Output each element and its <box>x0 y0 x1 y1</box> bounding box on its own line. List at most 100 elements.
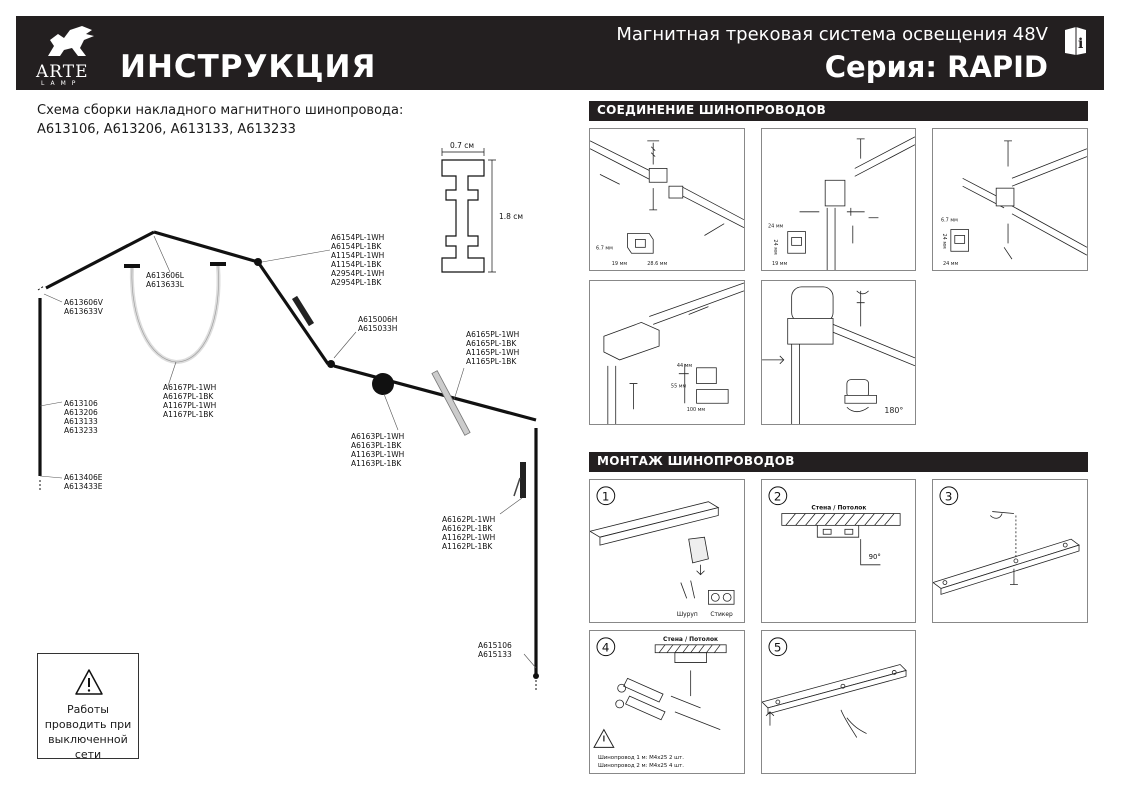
step-number: 5 <box>774 641 782 655</box>
mark-holes-illustration: 3 <box>933 486 1080 595</box>
assembly-diagram <box>37 148 539 690</box>
mount-step-2: 2 Стена / Потолок 90° <box>761 479 916 623</box>
step-number: 3 <box>945 490 953 504</box>
logo-text: ARTE <box>36 62 89 82</box>
series-title: Серия: RAPID <box>824 50 1048 84</box>
mount-step-1: 1 Шуруп Стикер <box>589 479 745 623</box>
dim-label: 24 мм <box>768 224 784 230</box>
part-label: A613206 <box>64 408 98 417</box>
part-label: A1167PL-1BK <box>163 410 214 419</box>
griffin-logo-icon <box>48 26 94 56</box>
schema-line-2: A613106, A613206, A613133, A613233 <box>37 122 296 137</box>
part-label: A1167PL-1WH <box>163 401 217 410</box>
logo-subtext: LAMP <box>41 80 82 87</box>
profile-height-label: 1.8 см <box>499 212 524 221</box>
part-label-group: A613606L A613633L <box>146 271 184 289</box>
svg-text:i: i <box>1078 36 1083 52</box>
header-bar: ARTE LAMP ИНСТРУКЦИЯ Магнитная трековая … <box>16 16 1104 90</box>
corner-connector-illustration: 24 мм 24 мм 19 мм <box>768 136 915 270</box>
connect-panel-5: 180° <box>761 280 916 425</box>
part-label: A1154PL-1WH <box>331 251 385 260</box>
part-label: A615106 <box>478 641 512 650</box>
dim-label: 24 мм <box>941 234 947 250</box>
part-label: A6167PL-1BK <box>163 392 214 401</box>
connect-panel-1: 6.7 мм 19 мм 28.6 мм <box>589 128 745 271</box>
connect-panel-2: 24 мм 24 мм 19 мм <box>761 128 916 271</box>
part-label-group: A613106 A613206 A613133 A613233 <box>64 399 98 435</box>
part-label: A6165PL-1WH <box>466 330 520 339</box>
part-label: A613233 <box>64 426 98 435</box>
connect-panel-3: 6.7 мм 24 мм 24 мм <box>932 128 1088 271</box>
safety-warning-box: Работы проводить при выключенной сети <box>37 653 139 761</box>
mount-step-5: 5 <box>761 630 916 774</box>
dim-label: 19 мм <box>612 261 628 267</box>
connect-panel-4: 44 мм 55 мм 100 мм <box>589 280 745 425</box>
fix-track-illustration: 5 <box>762 637 907 738</box>
track-line <box>38 230 538 674</box>
brand-logo: ARTE LAMP <box>32 22 112 87</box>
part-label: A613406E <box>64 473 103 482</box>
schema-title: Схема сборки накладного магнитного шиноп… <box>37 101 403 139</box>
flexible-connector-illustration: 44 мм 55 мм 100 мм <box>603 282 744 424</box>
part-label-group: A6154PL-1WH A6154PL-1BK A1154PL-1WH A115… <box>331 233 384 287</box>
dim-label: 100 мм <box>687 407 706 413</box>
part-label-group: A613606V A613633V <box>64 298 103 316</box>
part-label: A1154PL-1BK <box>331 260 382 269</box>
screw-note-1: Шинопровод 1 м: M4x25 2 шт. <box>598 755 684 761</box>
unpack-track-illustration: 1 Шуруп Стикер <box>590 486 735 618</box>
profile-width-label: 0.7 см <box>450 141 475 150</box>
warning-line-1: Работы <box>67 703 109 716</box>
part-label: A1163PL-1WH <box>351 450 405 459</box>
dim-label: 19 мм <box>772 261 788 267</box>
part-label: A615133 <box>478 650 512 659</box>
part-label: A613633V <box>64 307 103 316</box>
dim-label: 24 мм <box>772 239 778 255</box>
ceiling-label: Стена / Потолок <box>811 506 866 512</box>
part-label: A613133 <box>64 417 98 426</box>
part-label: A615006H <box>358 315 398 324</box>
dim-label: 6.7 мм <box>941 218 958 224</box>
dim-label: 6.7 мм <box>596 245 613 251</box>
part-label: A6163PL-1BK <box>351 441 402 450</box>
part-label: A615033H <box>358 324 398 333</box>
part-label: A2954PL-1WH <box>331 269 385 278</box>
mount-step-4: 4 Стена / Потолок Шинопровод 1 м: M4x25 … <box>589 630 745 774</box>
ceiling-label: Стена / Потолок <box>663 637 718 643</box>
product-subtitle: Магнитная трековая система освещения 48V <box>616 24 1048 45</box>
info-book-icon: i <box>1065 27 1086 55</box>
mount-step-3: 3 <box>932 479 1088 623</box>
part-label: A613106 <box>64 399 98 408</box>
part-label: A1165PL-1WH <box>466 348 520 357</box>
part-label: A6162PL-1BK <box>442 524 493 533</box>
section-mount-header: МОНТАЖ ШИНОПРОВОДОВ <box>589 452 1088 472</box>
angle-label: 90° <box>869 553 881 561</box>
warning-line-3: выключенной сети <box>48 733 128 761</box>
part-label: A1165PL-1BK <box>466 357 517 366</box>
part-label-group: A615006H A615033H <box>358 315 397 333</box>
straight-connector-illustration: 6.7 мм 19 мм 28.6 мм <box>590 140 744 267</box>
part-label: A613606L <box>146 271 184 280</box>
part-label: A2954PL-1BK <box>331 278 382 287</box>
part-label-group: A613406E A613433E <box>64 473 103 491</box>
step-number: 2 <box>774 490 782 504</box>
part-label: A613633L <box>146 280 184 289</box>
step-number: 4 <box>602 641 610 655</box>
screw-label: Шуруп <box>677 612 698 618</box>
part-label-group: A6167PL-1WH A6167PL-1BK A1167PL-1WH A116… <box>163 383 216 419</box>
part-label: A6162PL-1WH <box>442 515 496 524</box>
part-label: A6154PL-1WH <box>331 233 385 242</box>
schema-line-1: Схема сборки накладного магнитного шиноп… <box>37 103 404 118</box>
rotating-connector-illustration: 180° <box>762 286 915 424</box>
part-label: A613433E <box>64 482 103 491</box>
dim-label: 55 мм <box>671 384 687 390</box>
part-label-group: A6165PL-1WH A6165PL-1BK A1165PL-1WH A116… <box>466 330 519 366</box>
part-label: A1162PL-1WH <box>442 533 496 542</box>
t-connector-illustration: 6.7 мм 24 мм 24 мм <box>941 140 1087 267</box>
dim-label: 28.6 мм <box>647 261 667 267</box>
warning-triangle-icon <box>75 669 103 695</box>
dim-label: 44 мм <box>677 363 693 369</box>
part-label-group: A6163PL-1WH A6163PL-1BK A1163PL-1WH A116… <box>351 432 404 468</box>
rotation-angle-label: 180° <box>884 406 903 415</box>
dim-label: 24 мм <box>943 261 959 267</box>
part-label: A6154PL-1BK <box>331 242 382 251</box>
